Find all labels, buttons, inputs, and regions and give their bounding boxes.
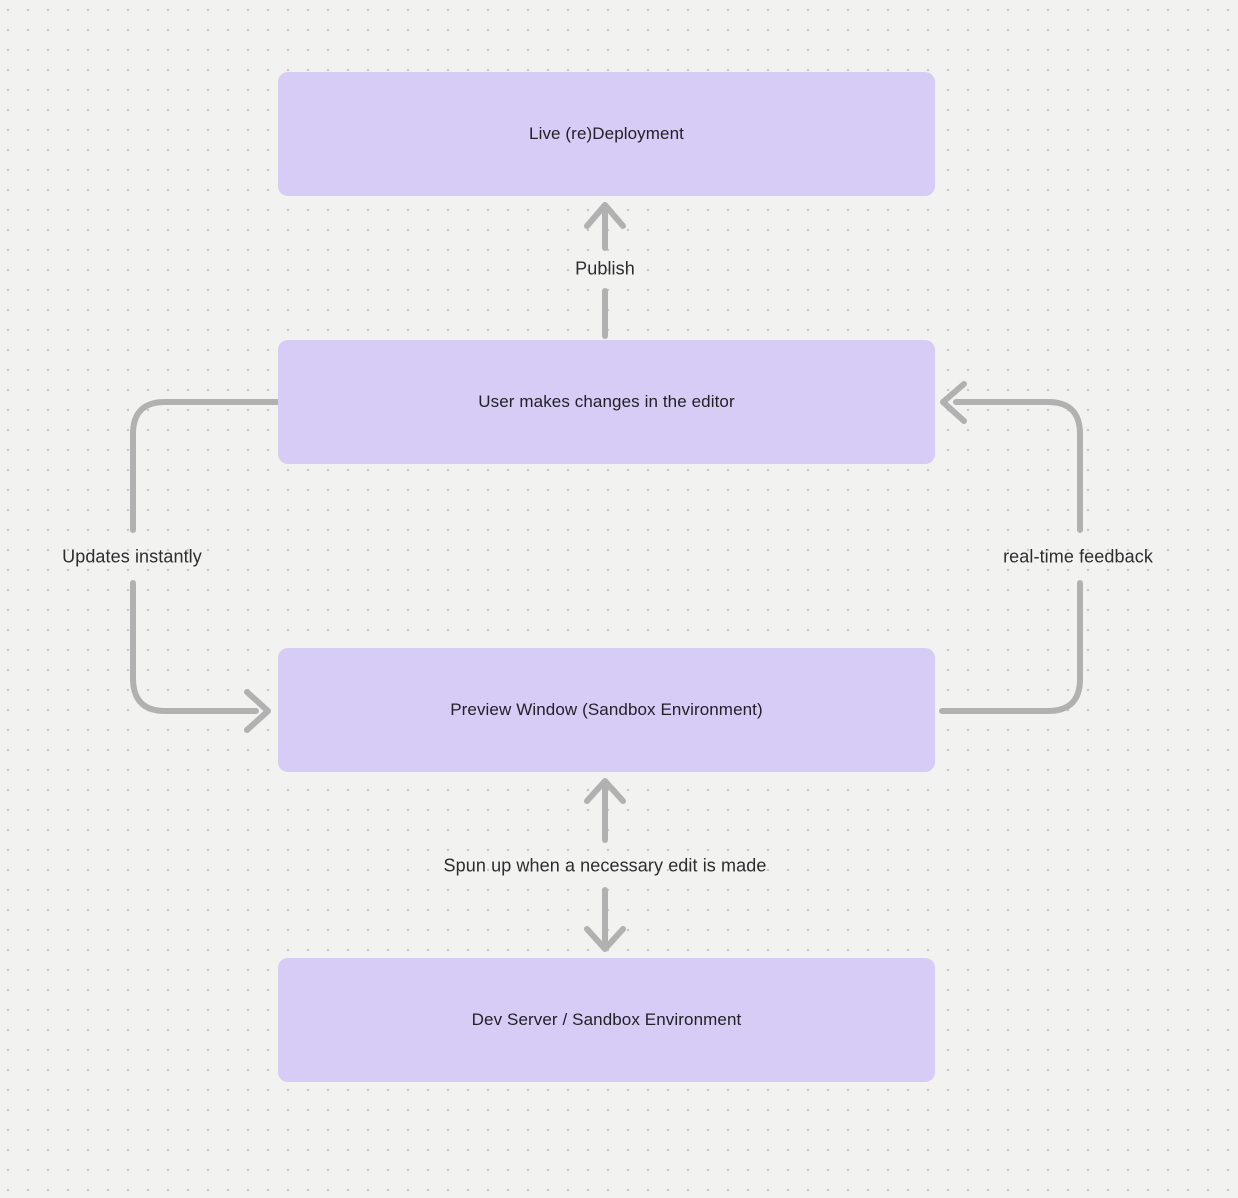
node-label: Live (re)Deployment: [529, 124, 684, 143]
node-preview-window: Preview Window (Sandbox Environment): [278, 648, 935, 772]
arrow-down-icon: [584, 926, 626, 952]
updates-instantly-arrow: [130, 399, 281, 733]
arrow-right-icon: [244, 689, 271, 733]
node-live-redeployment: Live (re)Deployment: [278, 72, 935, 196]
spun-up-arrow: [584, 778, 626, 952]
arrow-up-icon: [584, 202, 626, 229]
arrow-shaft: [130, 399, 281, 533]
edge-label-realtime-feedback: real-time feedback: [1003, 546, 1153, 567]
node-label: Preview Window (Sandbox Environment): [450, 700, 763, 719]
edge-label-publish: Publish: [575, 258, 635, 279]
arrow-shaft: [939, 580, 1083, 714]
node-user-makes-changes: User makes changes in the editor: [278, 340, 935, 464]
edge-label-spun-up: Spun up when a necessary edit is made: [443, 855, 767, 876]
node-label: User makes changes in the editor: [478, 392, 735, 411]
arrow-left-icon: [940, 381, 967, 424]
node-dev-server: Dev Server / Sandbox Environment: [278, 958, 935, 1082]
edge-label-updates-instantly: Updates instantly: [62, 546, 202, 567]
arrow-up-icon: [584, 778, 626, 804]
arrow-shaft: [953, 399, 1083, 533]
realtime-feedback-arrow: [939, 381, 1083, 714]
arrow-shaft: [130, 580, 259, 714]
publish-arrow: [584, 202, 626, 339]
node-label: Dev Server / Sandbox Environment: [471, 1010, 742, 1029]
